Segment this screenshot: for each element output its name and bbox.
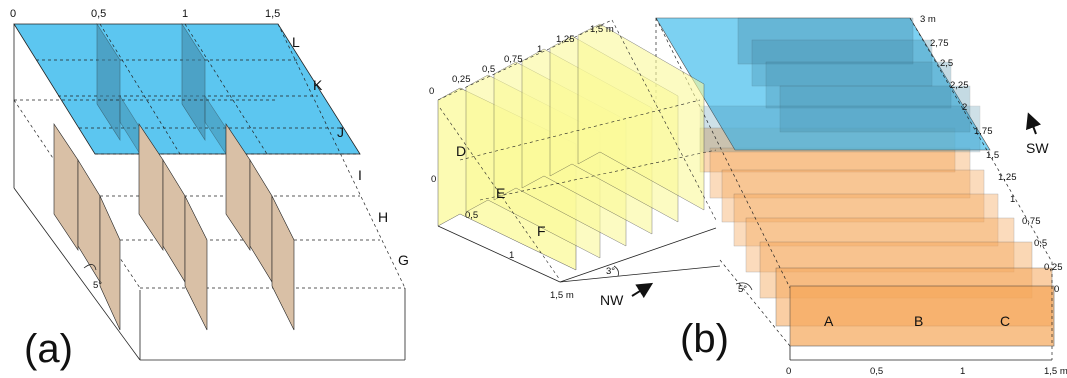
rscale-075: 0,75 <box>1022 216 1041 227</box>
tan-plate <box>184 195 208 331</box>
row-label-l: L <box>292 34 300 50</box>
tan-plate <box>162 158 186 284</box>
angle-arc-small <box>613 265 619 277</box>
rscale-125: 1,25 <box>998 172 1017 183</box>
bscale-0: 0 <box>786 366 791 377</box>
rscale-25: 2,5 <box>940 58 953 69</box>
rscale-2: 2 <box>962 102 967 113</box>
rscale-15: 1,5 <box>986 150 999 161</box>
row-label-h: H <box>378 209 388 225</box>
bscale-15: 1,5 m <box>1044 366 1067 377</box>
right-scale: 3 m 2,75 2,5 2,25 2 1,75 1,5 1,25 1 0,75… <box>920 14 1063 295</box>
box-outline <box>13 24 406 361</box>
angle-arc-a <box>83 264 97 271</box>
row-label-i: I <box>358 167 362 183</box>
plate-d: D <box>456 143 466 159</box>
row-label-g: G <box>398 252 409 268</box>
plate-b: B <box>914 313 923 329</box>
yellow-grid <box>437 19 717 281</box>
scale-a-05: 0,5 <box>91 8 106 20</box>
ytop-125: 1,25 <box>556 34 575 45</box>
bscale-1: 1 <box>960 366 965 377</box>
yside-15: 1,5 m <box>550 290 574 301</box>
tan-plate <box>77 158 101 284</box>
angle-small-label: 3° <box>606 266 615 277</box>
tan-plate <box>53 123 79 251</box>
ytop-075: 0,75 <box>504 54 523 65</box>
yellow-plates <box>437 23 705 271</box>
tan-plate <box>271 195 295 331</box>
tan-plate <box>225 123 251 251</box>
ytop-05: 0,5 <box>482 64 495 75</box>
scale-a-15: 1,5 <box>265 8 280 20</box>
angle-large-label: 5° <box>738 284 747 295</box>
rscale-0: 0 <box>1054 284 1059 295</box>
plate-e: E <box>496 185 505 201</box>
tan-plate <box>138 123 164 251</box>
scale-a-0: 0 <box>10 8 16 20</box>
rscale-1: 1 <box>1010 194 1015 205</box>
scale-a-1: 1 <box>182 8 188 20</box>
yside-0: 0 <box>431 174 436 185</box>
ytop-025: 0,25 <box>452 74 471 85</box>
blue-plate-1 <box>96 22 121 142</box>
sw-label: SW <box>1026 140 1049 156</box>
bscale-05: 0,5 <box>870 366 883 377</box>
angle-arc-large <box>735 282 753 291</box>
rscale-025: 0,25 <box>1044 262 1063 273</box>
blue-stack <box>655 17 991 153</box>
nw-label: NW <box>600 292 624 308</box>
panel-b: 0 0,25 0,5 0,75 1 1,25 1,5 m 0 0,5 1 1,5… <box>429 14 1067 377</box>
rscale-225: 2,25 <box>950 80 969 91</box>
plate-c: C <box>1000 313 1010 329</box>
row-label-j: J <box>337 124 344 140</box>
tan-plates <box>53 123 295 331</box>
yellow-plate <box>577 23 705 211</box>
yside-1: 1 <box>509 250 514 261</box>
angle-label-a: 5° <box>93 280 102 291</box>
rscale-05: 0,5 <box>1034 238 1047 249</box>
plate-f: F <box>537 223 546 239</box>
yside-05: 0,5 <box>465 210 478 221</box>
rscale-3: 3 m <box>920 14 936 25</box>
ytop-1: 1 <box>537 44 542 55</box>
plate-a: A <box>824 313 834 329</box>
ytop-15: 1,5 m <box>590 24 614 35</box>
rscale-275: 2,75 <box>930 38 949 49</box>
blue-plate-2 <box>181 22 206 142</box>
tan-plate <box>249 158 273 284</box>
rscale-175: 1,75 <box>974 126 993 137</box>
sw-arrow <box>1026 112 1042 135</box>
box-b-dashed <box>655 17 1053 360</box>
panel-a: 5° 0 0,5 1 1,5 L K J I H G (a) <box>10 8 409 371</box>
nw-arrow <box>631 282 654 299</box>
ytop-0: 0 <box>429 86 434 97</box>
panel-b-label: (b) <box>680 317 729 361</box>
panel-a-label: (a) <box>24 327 73 371</box>
orange-stack <box>699 127 1055 347</box>
row-label-k: K <box>313 77 323 93</box>
tan-plate <box>99 195 121 331</box>
